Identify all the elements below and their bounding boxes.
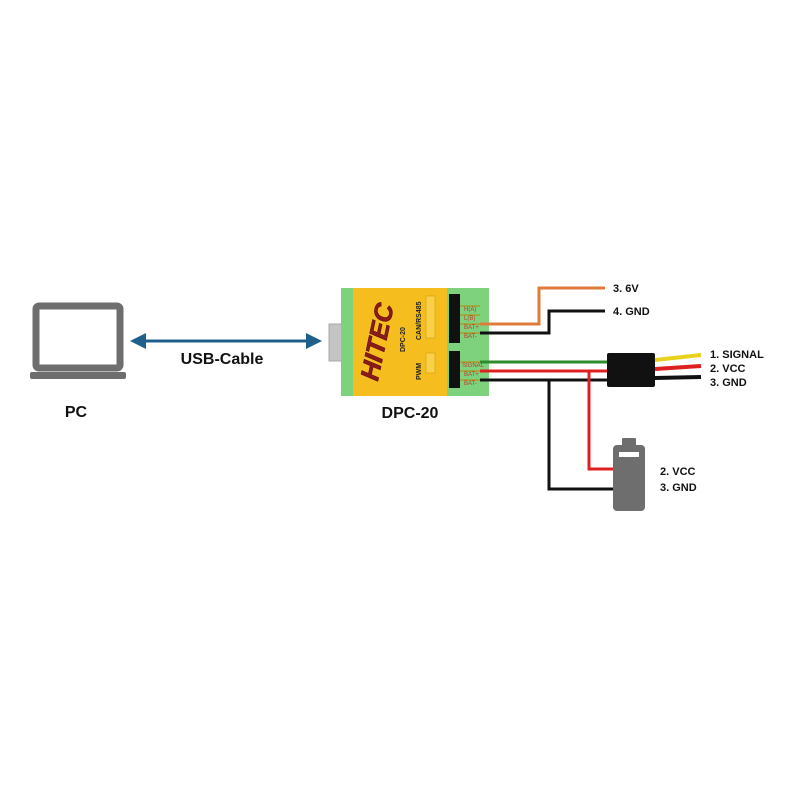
pin-label-bat-minus-can: BAT- [464, 334, 477, 340]
device-label: DPC-20 [382, 405, 439, 422]
pin-label-signal: SIGNAL [462, 363, 485, 369]
device-model-text: DPC-20 [400, 327, 407, 352]
usb-plug [328, 323, 344, 362]
pin-label-bat-minus-pwm: BAT- [464, 381, 477, 387]
servo-signal-label: 1. SIGNAL [710, 349, 764, 361]
servo-vcc-label: 2. VCC [710, 363, 746, 375]
servo-connector [607, 353, 655, 387]
wire-gnd-black [480, 309, 605, 335]
dpc-20-device: HITEC DPC-20 CAN/RS485 PWM H(A) L(B) BAT… [341, 288, 489, 396]
power-6v-label: 3. 6V [613, 283, 639, 295]
wire-battery-gnd-black [547, 380, 620, 491]
wire-6v-orange [480, 286, 605, 326]
can-rs485-label: CAN/RS485 [416, 301, 423, 340]
can-connector-header [449, 294, 460, 343]
pc-label: PC [65, 404, 88, 421]
pin-label-l-b: L(B) [464, 316, 475, 322]
pin-label-bat-plus-can: BAT+ [464, 325, 479, 331]
pwm-connector-header [449, 351, 460, 388]
servo-gnd-label: 3. GND [710, 377, 747, 389]
battery-gnd-label: 3. GND [660, 482, 697, 494]
pin-label-bat-plus-pwm: BAT+ [464, 372, 479, 378]
usb-cable-label: USB-Cable [181, 351, 264, 368]
pwm-label: PWM [416, 363, 423, 380]
battery-icon [613, 438, 645, 511]
wire-battery-vcc-red [587, 371, 620, 471]
pin-label-h-a: H(A) [464, 307, 476, 313]
battery-vcc-label: 2. VCC [660, 466, 696, 478]
usb-cable-arrow [130, 333, 322, 349]
power-gnd-label: 4. GND [613, 306, 650, 318]
servo-cable [654, 353, 702, 380]
laptop-icon [30, 302, 126, 379]
